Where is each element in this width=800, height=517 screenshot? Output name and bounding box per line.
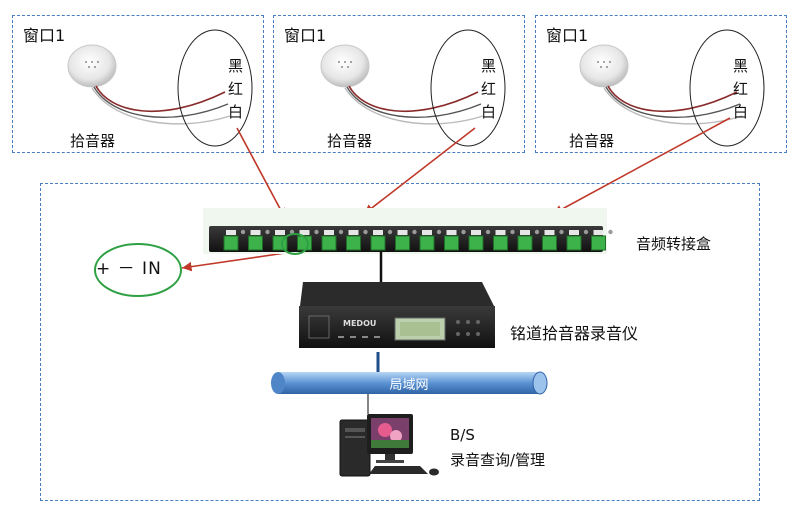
terminal-block <box>321 229 344 251</box>
wire-label-2-white: 白 <box>481 103 497 121</box>
wire-label-1-black: 黑 <box>228 57 244 75</box>
client-protocol-label: B/S <box>450 426 475 444</box>
wire-label-1-white: 白 <box>228 103 244 121</box>
terminal-block <box>346 229 368 251</box>
window-box-3: 窗口1 <box>535 15 787 153</box>
terminal-block <box>542 229 564 251</box>
lan-pipe <box>271 371 548 395</box>
terminal-pins-label: + － IN <box>96 259 162 279</box>
lan-label: 局域网 <box>389 378 429 393</box>
recorder-brand: MEDOU <box>343 319 376 328</box>
terminal-block <box>468 229 491 251</box>
computer-workstation <box>339 414 439 477</box>
recorder-device: MEDOU <box>299 282 495 348</box>
audio-adapter-box <box>203 208 613 254</box>
wire-label-3-white: 白 <box>733 103 749 121</box>
wire-label-1-red: 红 <box>228 80 244 98</box>
terminal-block <box>591 229 613 251</box>
pickup-label-1: 拾音器 <box>70 132 116 150</box>
window-box-2: 窗口1 <box>273 15 525 153</box>
terminal-block <box>493 229 515 251</box>
terminal-block <box>444 229 466 251</box>
pickup-mic-2 <box>320 29 506 147</box>
terminal-block <box>370 229 393 251</box>
adapter-terminals <box>223 229 613 251</box>
terminal-highlight <box>281 233 309 255</box>
pickup-mic-3 <box>579 29 765 147</box>
window-title-3: 窗口1 <box>546 26 589 45</box>
window-title-1: 窗口1 <box>23 26 66 45</box>
signal-arrows <box>181 117 731 272</box>
pickup-label-2: 拾音器 <box>327 132 373 150</box>
wire-label-3-red: 红 <box>733 80 749 98</box>
pickup-mic-1 <box>67 29 253 147</box>
pin-callout-ellipse <box>94 243 182 297</box>
terminal-block <box>223 229 246 251</box>
wire-label-2-red: 红 <box>481 80 497 98</box>
terminal-block <box>248 229 270 251</box>
client-function-label: 录音查询/管理 <box>450 451 546 469</box>
wire-label-2-black: 黑 <box>481 57 497 75</box>
terminal-block <box>395 229 417 251</box>
recorder-label: 铭道拾音器录音仪 <box>510 324 639 343</box>
terminal-block <box>566 229 589 251</box>
terminal-block <box>517 229 540 251</box>
terminal-block <box>419 229 442 251</box>
adapter-label: 音频转接盒 <box>636 235 712 253</box>
system-frame <box>40 183 760 501</box>
pickup-label-3: 拾音器 <box>569 132 615 150</box>
window-box-1: 窗口1 <box>12 15 264 153</box>
window-title-2: 窗口1 <box>284 26 327 45</box>
wire-label-3-black: 黑 <box>733 57 749 75</box>
